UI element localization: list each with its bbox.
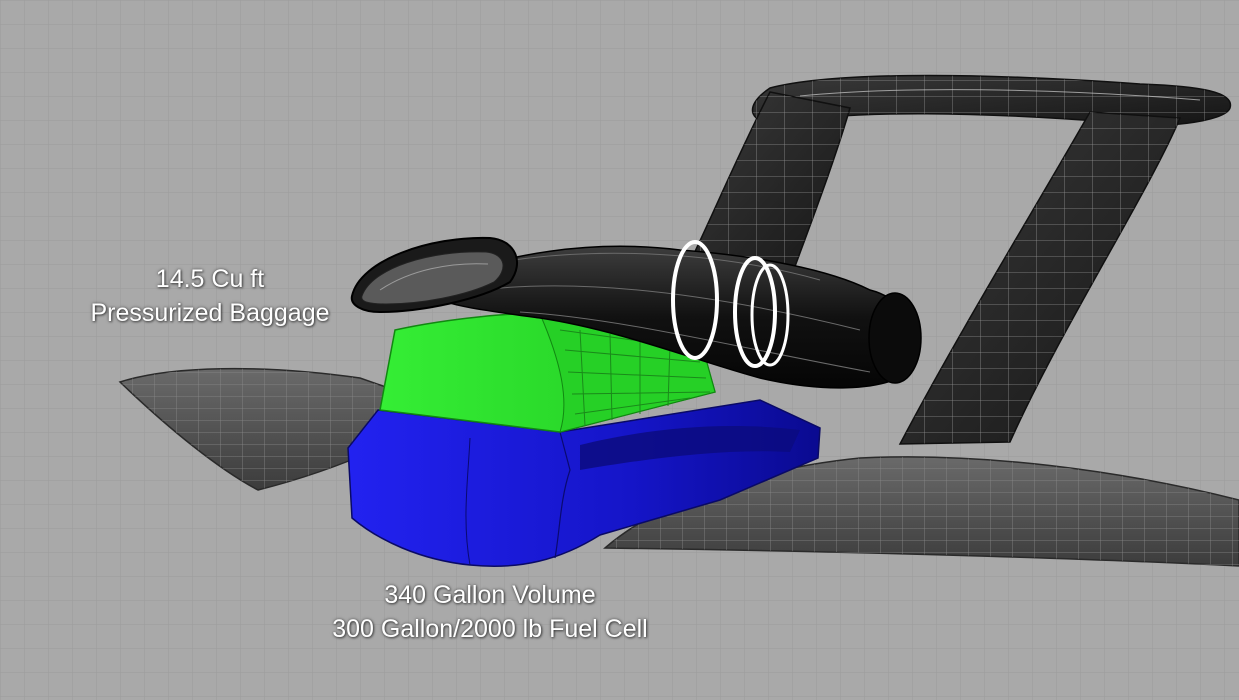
- engine-intake: [350, 236, 519, 314]
- fuel-cell-volume: [347, 399, 821, 567]
- baggage-volume-label: 14.5 Cu ft: [155, 265, 265, 293]
- fuel-volume-label: 340 Gallon Volume: [384, 581, 596, 609]
- fuel-callout: 340 Gallon Volume 300 Gallon/2000 lb Fue…: [290, 578, 690, 646]
- left-wing: [118, 367, 401, 491]
- tail-fin-right: [898, 111, 1182, 445]
- baggage-type-label: Pressurized Baggage: [90, 299, 330, 327]
- engine-duct: [418, 240, 922, 389]
- baggage-callout: 14.5 Cu ft Pressurized Baggage: [60, 262, 360, 330]
- fuel-capacity-label: 300 Gallon/2000 lb Fuel Cell: [332, 615, 648, 643]
